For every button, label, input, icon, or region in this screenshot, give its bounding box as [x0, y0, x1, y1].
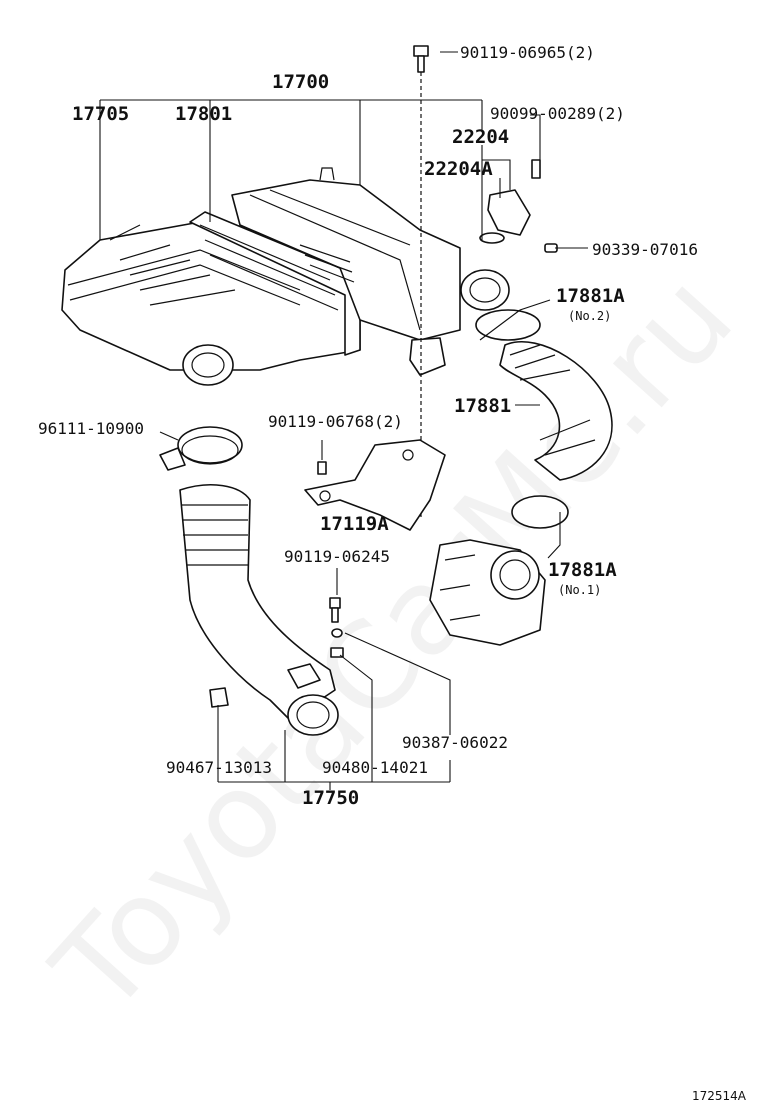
bracket-drawing [304, 439, 446, 531]
label-bolt-top: 90119-06965(2) [460, 43, 595, 62]
intake-pipe-drawing [179, 484, 339, 736]
label-collar: 90387-06022 [402, 733, 508, 752]
label-grommet: 90480-14021 [322, 758, 428, 777]
label-element: 17801 [175, 103, 232, 125]
label-bracket: 17119A [320, 513, 389, 535]
label-meter-sub: 22204A [424, 158, 493, 180]
watermark-text: ToyotaCarMe.ru [28, 249, 760, 1040]
label-meter-assy: 22204 [452, 126, 509, 148]
top-bolt-drawing [413, 45, 429, 73]
bolt-collar-drawing [329, 597, 344, 658]
figure-id: 172514A [692, 1089, 747, 1103]
label-bolt-bracket: 90119-06768(2) [268, 412, 403, 431]
label-air-cleaner-assy: 17700 [272, 71, 329, 93]
hose-drawing [475, 309, 613, 529]
label-intake-assy: 17750 [302, 787, 359, 809]
left-clamp-drawing [159, 426, 243, 471]
label-clamp-no1: 17881A [548, 559, 617, 581]
label-plug: 90339-07016 [592, 240, 698, 259]
label-bolt-mid: 90119-06245 [284, 547, 390, 566]
throttle-body-drawing [429, 539, 546, 646]
label-clip: 90467-13013 [166, 758, 272, 777]
label-clamp-no2-note: (No.2) [568, 309, 611, 323]
air-cleaner-case-drawing [61, 167, 510, 386]
airflow-meter-drawing [479, 159, 558, 253]
label-clamp-no2: 17881A [556, 285, 625, 307]
label-hose: 17881 [454, 395, 511, 417]
label-screw-sensor: 90099-00289(2) [490, 104, 625, 123]
label-clamp-left: 96111-10900 [38, 419, 144, 438]
leader-lines [99, 51, 588, 790]
label-clamp-no1-note: (No.1) [558, 583, 601, 597]
label-case-sub-assy: 17705 [72, 103, 129, 125]
